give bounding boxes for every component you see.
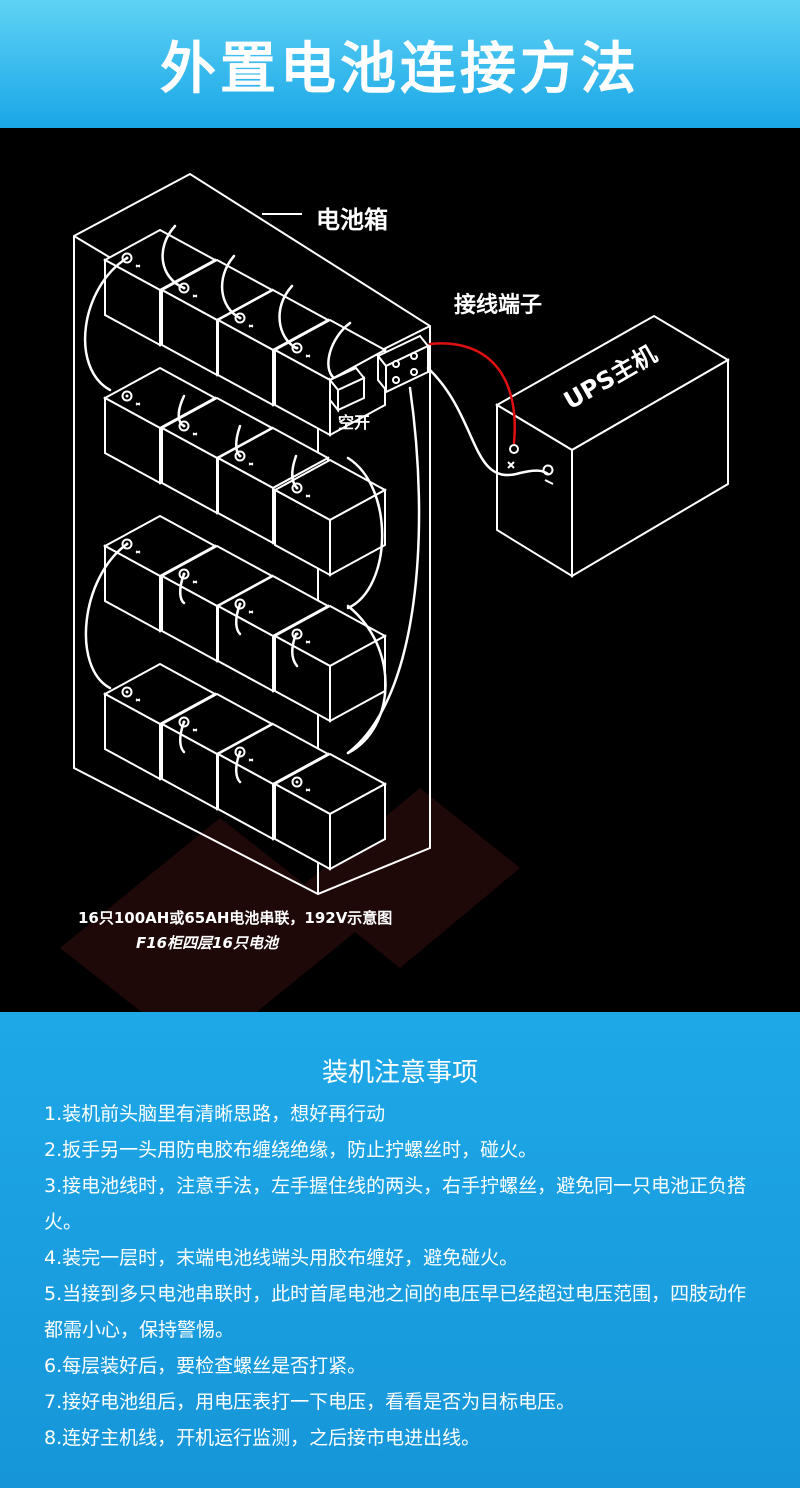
ups-wires [426, 342, 550, 477]
note-item: 4.装完一层时，末端电池线端头用胶布缠好，避免碰火。 [44, 1247, 519, 1269]
diagram-canvas: 电池箱 接线端子 空开 UPS主机 16只100AH或65AH电池串联，192V… [60, 172, 730, 1012]
note-item: 5.当接到多只电池串联时，此时首尾电池之间的电压早已经超过电压范围，四肢动作都需… [44, 1283, 747, 1341]
page-title: 外置电池连接方法 [160, 36, 640, 102]
series-wires [83, 224, 421, 784]
battery-box-label: 电池箱 [316, 206, 388, 234]
battery-wiring-diagram: 电池箱 接线端子 空开 UPS主机 16只100AH或65AH电池串联，192V… [0, 128, 800, 1012]
page-header: 外置电池连接方法 [0, 0, 800, 128]
note-item: 3.接电池线时，注意手法，左手握住线的两头，右手拧螺丝，避免同一只电池正负搭火。 [44, 1175, 747, 1233]
notes-list: 1.装机前头脑里有清晰思路，想好再行动 2.扳手另一头用防电胶布缠绕绝缘，防止拧… [44, 1096, 764, 1456]
terminal-block [376, 334, 430, 394]
note-item: 7.接好电池组后，用电压表打一下电压，看看是否为目标电压。 [44, 1391, 576, 1413]
caption-line-1: 16只100AH或65AH电池串联，192V示意图 [78, 909, 392, 927]
breaker-label: 空开 [338, 413, 370, 432]
watermark [60, 788, 520, 1012]
air-switch [328, 366, 366, 413]
note-item: 6.每层装好后，要检查螺丝是否打紧。 [44, 1355, 367, 1377]
note-item: 1.装机前头脑里有清晰思路，想好再行动 [44, 1103, 386, 1125]
notes-title: 装机注意事项 [321, 1058, 478, 1088]
installation-notes: 装机注意事项 1.装机前头脑里有清晰思路，想好再行动 2.扳手另一头用防电胶布缠… [0, 1012, 800, 1488]
caption-line-2: F16柜四层16只电池 [136, 934, 280, 952]
note-item: 2.扳手另一头用防电胶布缠绕绝缘，防止拧螺丝时，碰火。 [44, 1139, 538, 1161]
terminal-label: 接线端子 [454, 292, 542, 318]
note-item: 8.连好主机线，开机运行监测，之后接市电进出线。 [44, 1427, 481, 1449]
ups-host [495, 314, 730, 578]
